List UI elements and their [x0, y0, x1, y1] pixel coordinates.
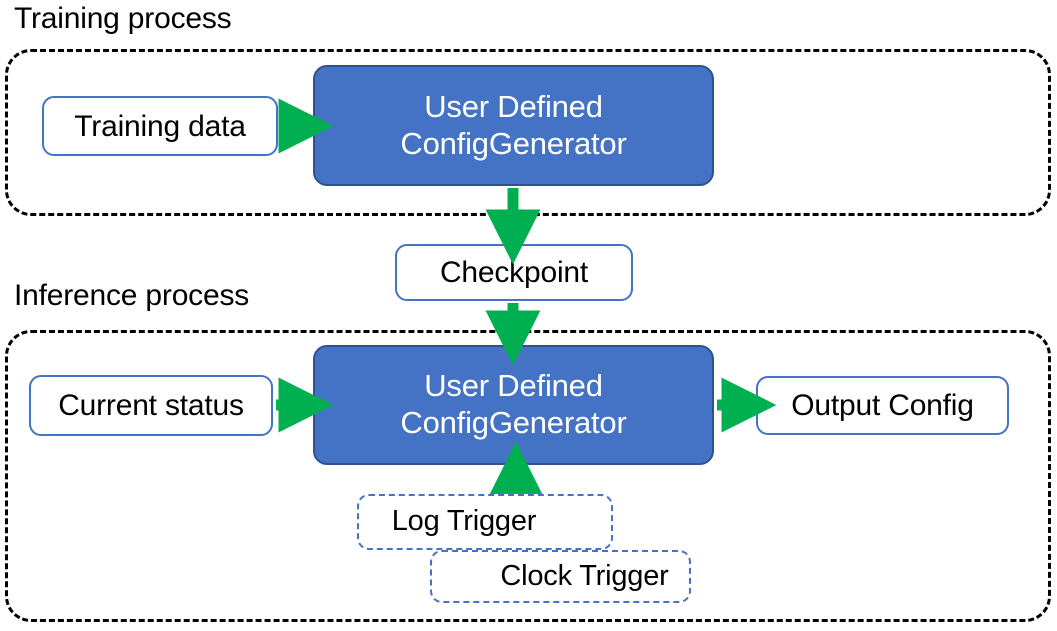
log-trigger-box[interactable]: Log Trigger [357, 494, 613, 550]
log-trigger-label: Log Trigger [391, 505, 537, 538]
clock-trigger-label: Clock Trigger [500, 559, 669, 592]
training-data-box[interactable]: Training data [42, 96, 278, 156]
current-status-box[interactable]: Current status [29, 375, 273, 436]
training-config-generator-line1: User Defined [424, 88, 603, 124]
output-config-box[interactable]: Output Config [756, 376, 1009, 435]
inference-config-generator-box[interactable]: User Defined ConfigGenerator [313, 345, 714, 465]
training-data-label: Training data [74, 109, 246, 143]
inference-config-generator-line2: ConfigGenerator [400, 405, 627, 440]
checkpoint-label: Checkpoint [439, 256, 589, 289]
training-config-generator-line2: ConfigGenerator [400, 125, 627, 161]
inference-config-generator-line1: User Defined [424, 368, 603, 404]
current-status-label: Current status [58, 389, 244, 422]
training-process-title: Training process [14, 2, 232, 35]
training-config-generator-box[interactable]: User Defined ConfigGenerator [313, 65, 714, 186]
output-config-label: Output Config [791, 389, 974, 422]
checkpoint-box[interactable]: Checkpoint [395, 244, 633, 301]
clock-trigger-box[interactable]: Clock Trigger [430, 550, 691, 603]
inference-process-title: Inference process [14, 279, 250, 312]
